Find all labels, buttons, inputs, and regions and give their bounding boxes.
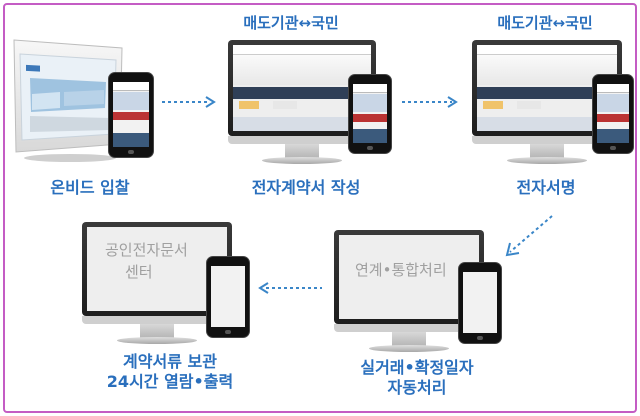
phone-device <box>348 74 392 154</box>
step-label-processing-line2: 자동처리 <box>387 378 447 397</box>
step-label-archive-line2: 24시간 열람•출력 <box>106 372 234 391</box>
step-label-processing: 실거래•확정일자 자동처리 <box>332 358 502 398</box>
screen-text-archive-line1: 공인전자문서 <box>105 241 188 259</box>
step-label-archive: 계약서류 보관 24시간 열람•출력 <box>80 352 260 392</box>
step-label-electronic-signature: 전자서명 <box>516 178 576 197</box>
arrow-right-icon <box>402 96 458 108</box>
phone-device <box>108 72 154 158</box>
blank-screen: 공인전자문서 센터 <box>87 227 227 311</box>
phone-device <box>592 74 634 154</box>
screen-text-archive-line2: 센터 <box>125 263 153 281</box>
parties-label-contract: 매도기관↔국민 <box>243 14 339 32</box>
blank-screen: 연계•통합처리 <box>339 235 479 319</box>
screen-text-processing: 연계•통합처리 <box>355 261 447 279</box>
step-label-contract-creation: 전자계약서 작성 <box>251 178 361 197</box>
phone-device <box>206 256 250 338</box>
step-label-archive-line1: 계약서류 보관 <box>123 352 217 371</box>
step-label-processing-line1: 실거래•확정일자 <box>360 358 474 377</box>
arrow-down-left-icon <box>505 215 553 257</box>
parties-label-signature: 매도기관↔국민 <box>497 14 593 32</box>
step-label-onbid-bidding: 온비드 입찰 <box>50 178 130 197</box>
arrow-left-icon <box>258 282 322 294</box>
onbid-illustration <box>10 34 160 164</box>
arrow-right-icon <box>162 96 216 108</box>
phone-device <box>458 262 502 344</box>
browser-window-icon <box>13 39 123 162</box>
